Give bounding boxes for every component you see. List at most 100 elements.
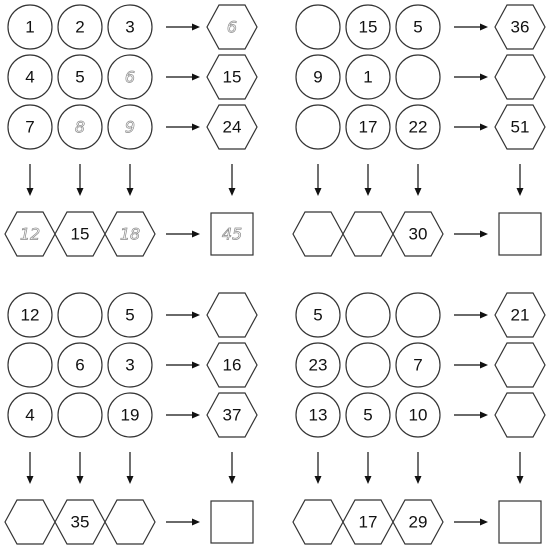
number-circle	[345, 104, 391, 150]
total-arrow-icon	[192, 518, 200, 526]
row-arrow-icon	[480, 123, 488, 131]
row-sum-hexagon	[494, 292, 546, 338]
number-circle	[107, 4, 153, 50]
row-arrow-icon	[192, 361, 200, 369]
row-arrow-icon	[192, 73, 200, 81]
row-sum-hexagon[interactable]	[494, 392, 546, 438]
row-sum-value: 15	[223, 68, 242, 87]
column-sum-value: 29	[409, 513, 428, 532]
column-arrow-icon	[26, 476, 34, 484]
column-arrow-icon	[364, 188, 372, 196]
number-circle	[295, 292, 341, 338]
row-sum-hexagon	[206, 392, 258, 438]
number-circle	[395, 342, 441, 388]
row-sum-value: 16	[223, 356, 242, 375]
number-circle[interactable]	[57, 392, 103, 438]
row-sum-value: 36	[511, 18, 530, 37]
circle-value: 3	[125, 18, 134, 37]
column-sum-hexagon[interactable]	[342, 211, 394, 257]
circle-value: 5	[125, 306, 134, 325]
column-arrow-icon	[314, 476, 322, 484]
number-circle[interactable]	[345, 292, 391, 338]
number-circle[interactable]	[295, 104, 341, 150]
number-circle	[57, 342, 103, 388]
number-circle	[395, 104, 441, 150]
column-sum-value: 17	[359, 513, 378, 532]
row-sum-value: 51	[511, 118, 530, 137]
column-sum-value: 18	[120, 225, 140, 244]
circle-value: 6	[125, 68, 135, 87]
number-circle	[57, 4, 103, 50]
number-circle	[107, 54, 153, 100]
row-sum-value: 37	[223, 406, 242, 425]
total-arrow-icon	[480, 230, 488, 238]
number-circle[interactable]	[395, 292, 441, 338]
circle-value: 10	[409, 406, 428, 425]
row-arrow-icon	[480, 23, 488, 31]
total-square[interactable]	[498, 500, 542, 544]
circle-value: 5	[313, 306, 322, 325]
column-sum-value: 15	[71, 225, 90, 244]
row-sum-hexagon	[206, 4, 258, 50]
circle-value: 1	[25, 18, 34, 37]
number-circle	[395, 392, 441, 438]
row-sum-hexagon	[494, 104, 546, 150]
column-sum-value: 12	[20, 225, 40, 244]
row-sum-value: 6	[227, 18, 237, 37]
total-square[interactable]	[498, 212, 542, 256]
column-arrow-icon	[76, 476, 84, 484]
number-circle	[107, 292, 153, 338]
circle-value: 9	[313, 68, 322, 87]
row-arrow-icon	[192, 411, 200, 419]
row-arrow-icon	[480, 411, 488, 419]
circle-value: 2	[75, 18, 84, 37]
row-arrow-icon	[480, 73, 488, 81]
number-circle	[295, 342, 341, 388]
column-arrow-icon	[76, 188, 84, 196]
column-sum-hexagon[interactable]	[4, 499, 56, 545]
number-circle	[7, 54, 53, 100]
number-circle[interactable]	[57, 292, 103, 338]
number-circle[interactable]	[395, 54, 441, 100]
circle-value: 23	[309, 356, 328, 375]
column-sum-hexagon[interactable]	[292, 499, 344, 545]
number-circle	[107, 392, 153, 438]
row-sum-hexagon[interactable]	[494, 342, 546, 388]
column-arrow-icon	[364, 476, 372, 484]
number-circle	[107, 104, 153, 150]
total-square[interactable]	[210, 500, 254, 544]
number-circle[interactable]	[7, 342, 53, 388]
column-arrow-icon	[414, 188, 422, 196]
total-arrow-icon	[228, 476, 236, 484]
column-sum-value: 30	[409, 225, 428, 244]
number-circle	[107, 342, 153, 388]
column-sum-hexagon	[104, 211, 156, 257]
row-arrow-icon	[192, 23, 200, 31]
row-sum-hexagon[interactable]	[206, 292, 258, 338]
row-sum-hexagon	[206, 54, 258, 100]
number-circle	[7, 292, 53, 338]
column-arrow-icon	[26, 188, 34, 196]
number-circle[interactable]	[345, 342, 391, 388]
column-arrow-icon	[314, 188, 322, 196]
circle-value: 6	[75, 356, 84, 375]
number-circle[interactable]	[295, 4, 341, 50]
number-circle	[7, 4, 53, 50]
circle-value: 7	[413, 356, 422, 375]
row-sum-hexagon[interactable]	[494, 54, 546, 100]
row-arrow-icon	[192, 311, 200, 319]
number-circle	[57, 54, 103, 100]
circle-value: 15	[359, 18, 378, 37]
circle-value: 22	[409, 118, 428, 137]
column-sum-hexagon[interactable]	[292, 211, 344, 257]
total-arrow-icon	[480, 518, 488, 526]
number-circle	[295, 392, 341, 438]
circle-value: 5	[363, 406, 372, 425]
column-sum-hexagon	[392, 499, 444, 545]
row-arrow-icon	[192, 123, 200, 131]
circle-value: 7	[25, 118, 34, 137]
circle-value: 9	[125, 118, 135, 137]
column-sum-hexagon[interactable]	[104, 499, 156, 545]
total-arrow-icon	[192, 230, 200, 238]
